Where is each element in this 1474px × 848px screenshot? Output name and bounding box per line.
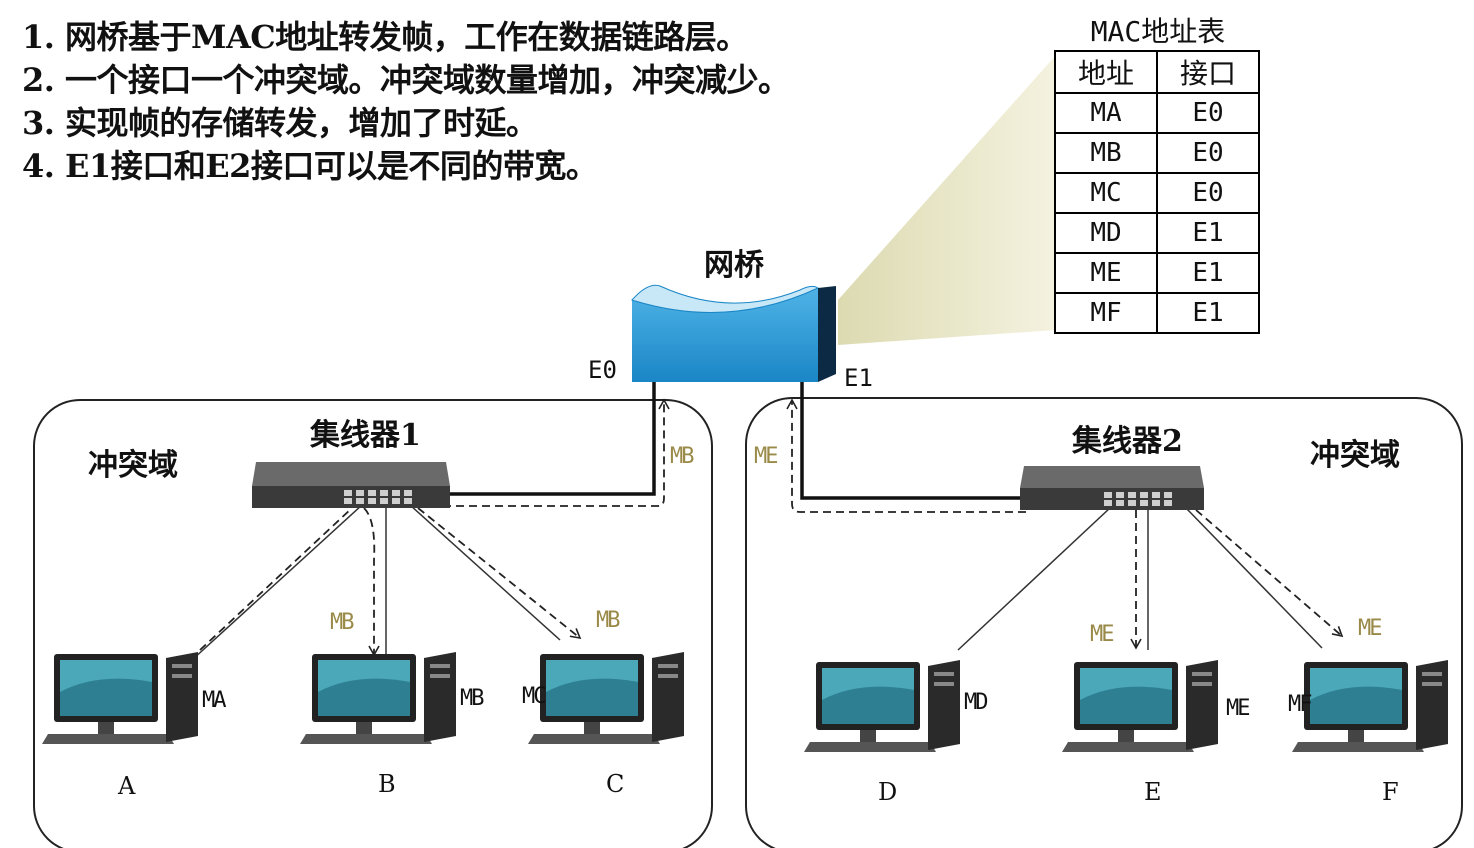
host-d-letter: D: [878, 778, 898, 806]
table-header-row: 地址 接口: [1054, 50, 1260, 94]
computer-d-icon: [804, 660, 960, 752]
mac-table-title: MAC地址表: [1090, 15, 1226, 48]
frame-tag-right-uplink: ME: [754, 444, 778, 469]
cell-port: E0: [1156, 172, 1260, 214]
host-e-letter: E: [1144, 778, 1162, 806]
note-1: 1. 网桥基于MAC地址转发帧，工作在数据链路层。: [22, 18, 748, 56]
cell-mac: ME: [1054, 252, 1158, 294]
hub-2-label: 集线器2: [1072, 424, 1183, 459]
hub-1-label: 集线器1: [310, 418, 421, 453]
hub-1-device: [252, 462, 450, 508]
note-4: 4. E1接口和E2接口可以是不同的带宽。: [22, 147, 598, 185]
bridge-port-e1: E1: [844, 364, 873, 392]
computer-e-icon: [1062, 660, 1218, 752]
notes: 1. 网桥基于MAC地址转发帧，工作在数据链路层。 2. 一个接口一个冲突域。冲…: [22, 16, 790, 188]
note-3: 3. 实现帧的存储转发，增加了时延。: [22, 104, 538, 142]
frame-path-hub2-to-f: [1195, 509, 1344, 638]
host-b-letter: B: [378, 770, 396, 798]
frame-path-hub2-to-bridge: [786, 398, 1026, 513]
cell-mac: MA: [1054, 92, 1158, 134]
note-2: 2. 一个接口一个冲突域。冲突域数量增加，冲突减少。: [22, 61, 790, 99]
computer-c-icon: [528, 652, 684, 744]
collision-domain-left-label: 冲突域: [88, 448, 178, 483]
cell-mac: MD: [1054, 212, 1158, 254]
host-c-letter: C: [606, 770, 625, 798]
hub-2-device: [1020, 466, 1204, 510]
frame-tag-left-uplink: MB: [670, 444, 694, 469]
frame-path-hub1-to-bridge: [430, 398, 670, 507]
computer-a-icon: [42, 652, 198, 744]
frame-tag-c: MB: [596, 608, 620, 633]
host-a-letter: A: [118, 772, 136, 800]
cable-hub2-d: [957, 507, 1111, 651]
cable-hub1-a: [191, 504, 363, 661]
collision-domain-right-label: 冲突域: [1310, 438, 1400, 473]
host-f-mac: MF: [1288, 692, 1312, 717]
cell-port: E1: [1156, 212, 1260, 254]
table-callout-beam: [838, 55, 1056, 345]
cell-port: E0: [1156, 92, 1260, 134]
cable-bridge-hub2: [800, 382, 1022, 500]
bridge-label: 网桥: [704, 248, 764, 283]
bridge-port-e0: E0: [588, 356, 617, 384]
host-f-letter: F: [1382, 778, 1399, 806]
host-c-mac: MC: [522, 684, 546, 709]
header-interface: 接口: [1156, 50, 1260, 94]
collision-domain-right-box: [745, 397, 1463, 848]
cable-hub1-c: [409, 504, 561, 641]
host-a-mac: MA: [202, 688, 226, 713]
bridge-device: [631, 284, 836, 382]
cell-port: E1: [1156, 292, 1260, 334]
host-d-mac: MD: [964, 690, 988, 715]
frame-tag-f: ME: [1358, 616, 1382, 641]
collision-domain-left-box: [33, 399, 713, 848]
frame-tag-b: MB: [330, 610, 354, 635]
cell-port: E0: [1156, 132, 1260, 174]
cell-mac: MC: [1054, 172, 1158, 214]
cell-port: E1: [1156, 252, 1260, 294]
cable-bridge-hub1: [430, 382, 656, 496]
frame-tag-e: ME: [1090, 622, 1114, 647]
cell-mac: MF: [1054, 292, 1158, 334]
computer-f-icon: [1292, 660, 1448, 752]
host-b-mac: MB: [460, 686, 484, 711]
header-address: 地址: [1054, 50, 1158, 94]
computer-b-icon: [300, 652, 456, 744]
host-e-mac: ME: [1226, 696, 1250, 721]
frame-path-hub1-to-c: [417, 507, 582, 640]
cell-mac: MB: [1054, 132, 1158, 174]
frame-path-hub1-to-b: [363, 507, 380, 657]
frame-path-a-to-hub1: [199, 507, 353, 651]
cable-hub2-f: [1185, 507, 1323, 649]
